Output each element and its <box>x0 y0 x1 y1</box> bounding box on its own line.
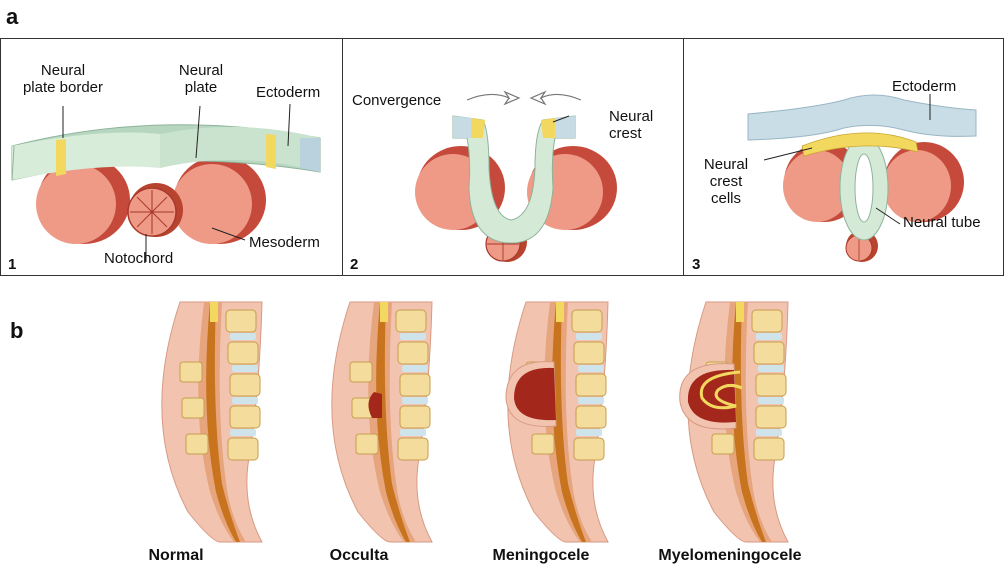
caption-myelomeningocele: Myelomeningocele <box>646 547 814 565</box>
neural-crest-left <box>471 118 485 138</box>
plate-border-left <box>56 139 66 176</box>
convergence-arrows <box>467 92 581 104</box>
notochord-shape <box>128 183 183 237</box>
section-a-letter: a <box>6 4 18 30</box>
label-neural-plate: Neural plate <box>168 62 234 96</box>
caption-meningocele: Meningocele <box>486 547 596 565</box>
label-neural-crest-cells: Neural crest cells <box>700 156 752 207</box>
panel-2-illustration <box>343 38 683 276</box>
label-neural-tube: Neural tube <box>903 214 981 231</box>
label-notochord: Notochord <box>104 250 173 267</box>
spine-meningocele-illustration <box>496 302 616 552</box>
plate-border-right <box>266 134 276 169</box>
panel-2-number: 2 <box>350 256 358 273</box>
panel-3-number: 3 <box>692 256 700 273</box>
label-convergence: Convergence <box>352 92 441 109</box>
label-mesoderm: Mesoderm <box>249 234 320 251</box>
panel-1-number: 1 <box>8 256 16 273</box>
caption-occulta: Occulta <box>323 547 395 565</box>
label-ectoderm-3: Ectoderm <box>892 78 956 95</box>
neural-crest-right <box>541 118 555 138</box>
section-b-letter: b <box>10 318 23 344</box>
spine-occulta-illustration <box>320 302 440 552</box>
label-ectoderm-1: Ectoderm <box>256 84 320 101</box>
mesoderm-right-3 <box>883 142 964 222</box>
spine-normal-illustration <box>150 302 270 552</box>
label-neural-plate-border: Neural plate border <box>18 62 108 96</box>
spine-myelomeningocele-illustration <box>676 302 806 552</box>
caption-normal: Normal <box>140 547 212 565</box>
label-neural-crest: Neural crest <box>609 108 653 142</box>
